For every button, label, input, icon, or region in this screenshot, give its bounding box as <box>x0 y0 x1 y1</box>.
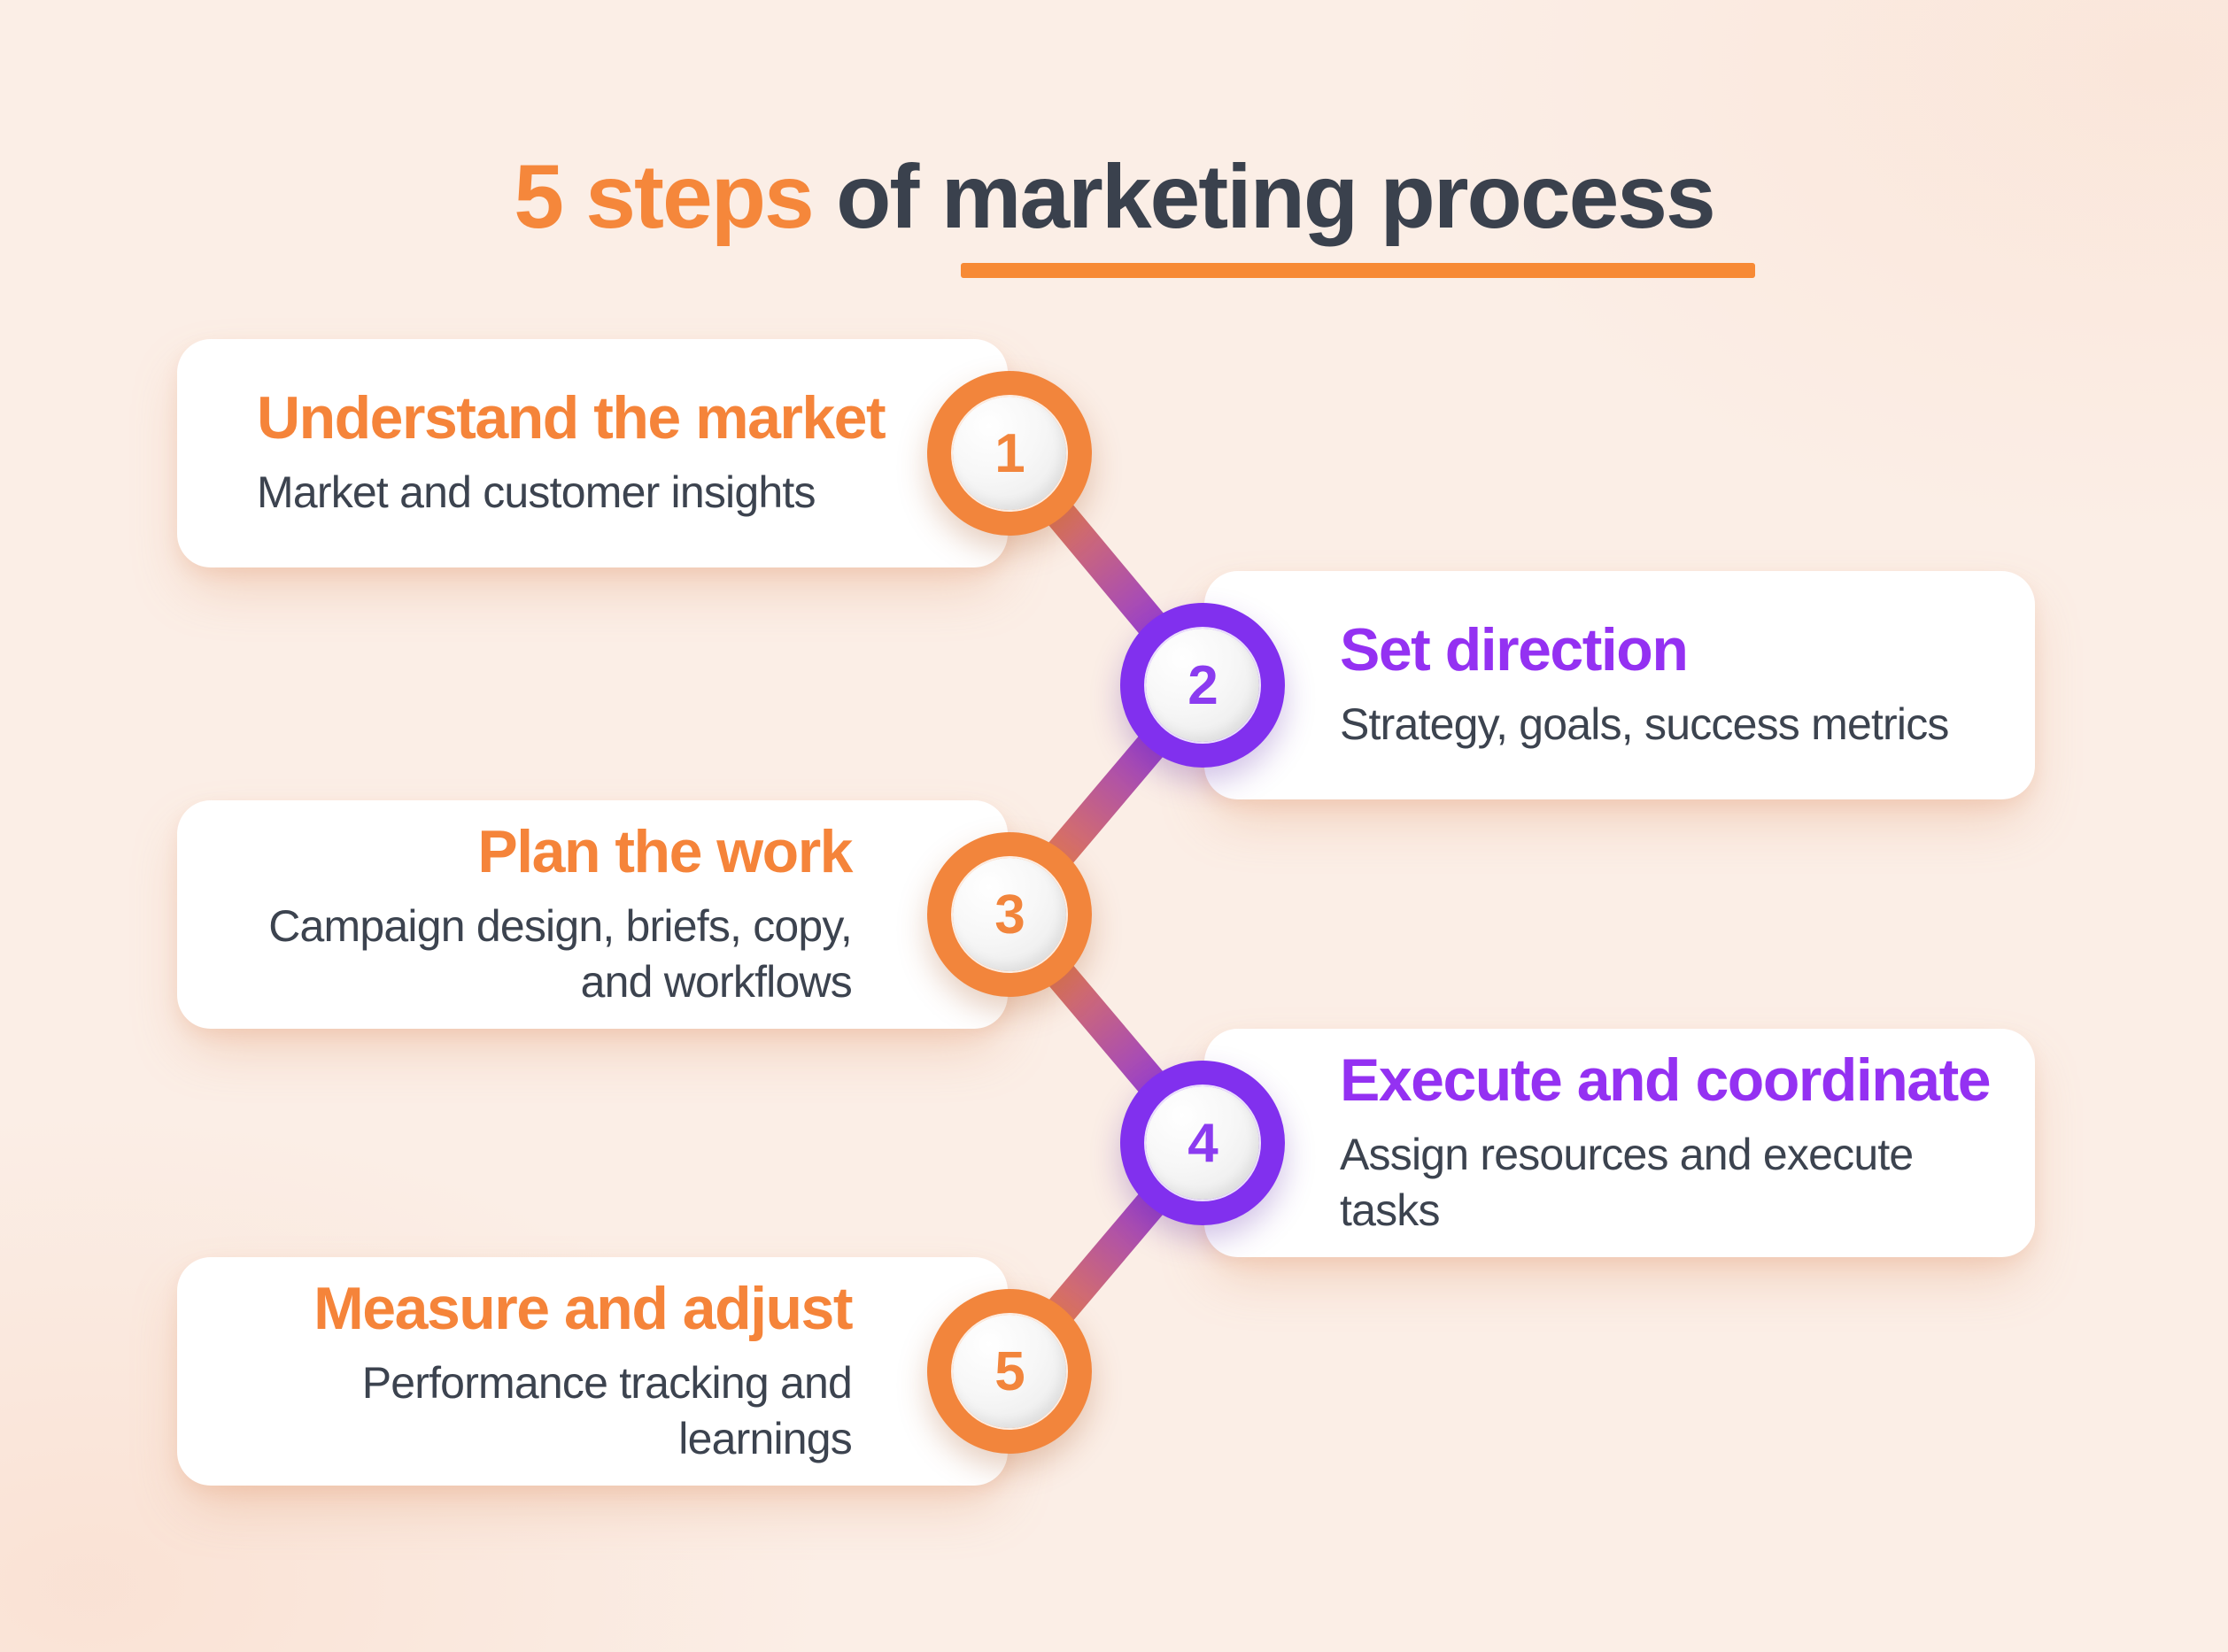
step-2-description: Strategy, goals, success metrics <box>1340 699 1949 750</box>
page-title-highlight: 5 steps <box>514 146 815 248</box>
step-3-node: 3 <box>927 832 1092 997</box>
step-4-node-inner: 4 <box>1146 1086 1259 1200</box>
step-4-description: Assign resources and execute tasks <box>1340 1130 1914 1235</box>
step-3-heading: Plan the work <box>477 817 853 885</box>
step-2-node: 2 <box>1120 603 1285 768</box>
step-3-number: 3 <box>994 884 1025 946</box>
step-2-number: 2 <box>1187 654 1218 716</box>
step-3-description: Campaign design, briefs, copy, and workf… <box>268 901 853 1007</box>
step-card-4: Execute and coordinate Assign resources … <box>1204 1029 2035 1257</box>
step-card-2: Set direction Strategy, goals, success m… <box>1204 571 2035 799</box>
title-underline <box>961 263 1755 278</box>
step-card-5: Measure and adjust Performance tracking … <box>177 1257 1008 1486</box>
step-5-node: 5 <box>927 1289 1092 1454</box>
step-3-node-inner: 3 <box>953 858 1066 971</box>
page-title: 5 steps of marketing process <box>0 145 2228 249</box>
step-4-heading: Execute and coordinate <box>1340 1046 1992 1114</box>
step-card-3: Plan the work Campaign design, briefs, c… <box>177 800 1008 1029</box>
step-5-heading: Measure and adjust <box>313 1274 853 1342</box>
step-2-heading: Set direction <box>1340 616 1689 684</box>
step-5-number: 5 <box>994 1340 1025 1402</box>
step-card-1: Understand the market Market and custome… <box>177 339 1008 567</box>
step-5-node-inner: 5 <box>953 1315 1066 1428</box>
page-title-rest: of marketing process <box>812 146 1716 248</box>
step-1-description: Market and customer insights <box>257 467 816 518</box>
step-4-node: 4 <box>1120 1061 1285 1225</box>
step-1-number: 1 <box>994 422 1025 484</box>
step-1-node: 1 <box>927 371 1092 536</box>
step-1-heading: Understand the market <box>257 384 886 452</box>
step-2-node-inner: 2 <box>1146 629 1259 742</box>
step-5-description: Performance tracking and learnings <box>361 1358 853 1463</box>
step-1-node-inner: 1 <box>953 397 1066 510</box>
step-4-number: 4 <box>1187 1112 1218 1174</box>
